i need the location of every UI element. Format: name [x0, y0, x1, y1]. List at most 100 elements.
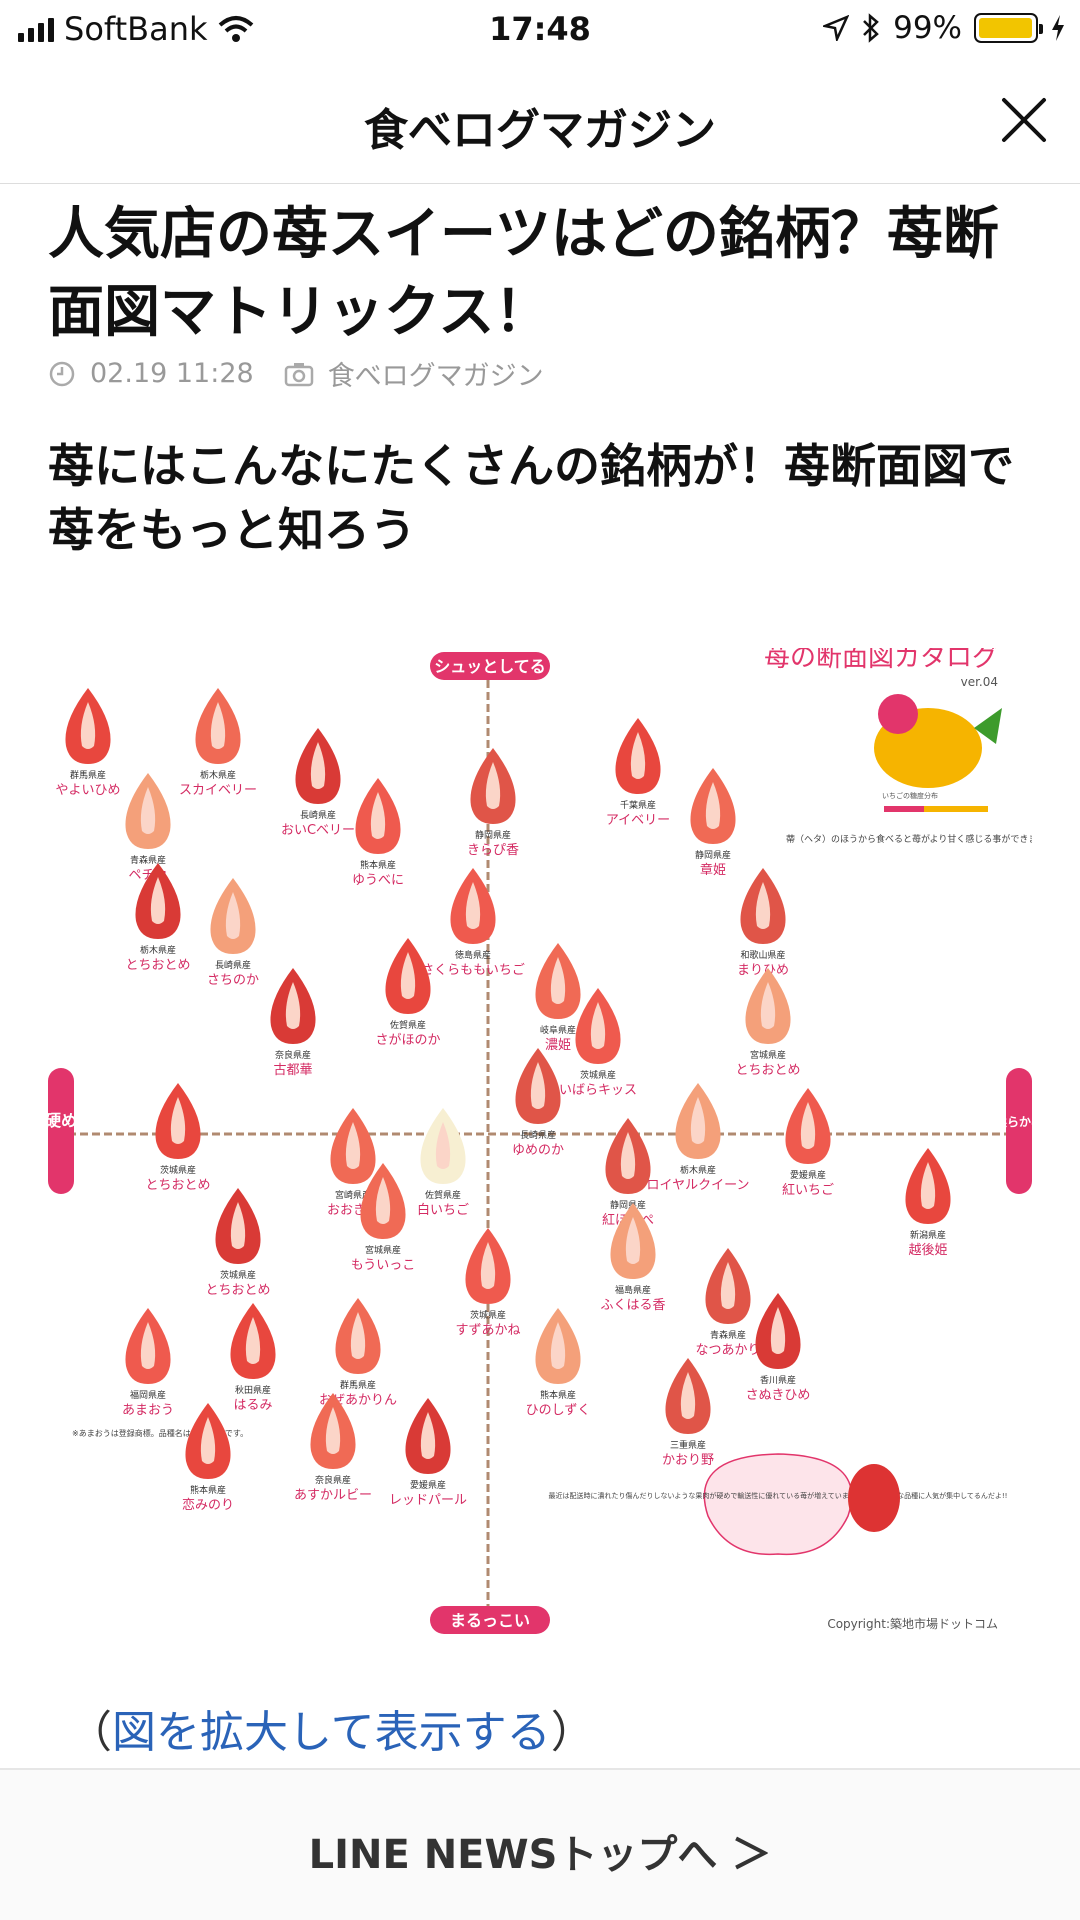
location-icon	[823, 15, 850, 41]
strawberry-core	[80, 702, 96, 749]
variety-prefecture: 千葉県産	[620, 799, 656, 811]
strawberry-core	[345, 1122, 361, 1169]
variety-name: おいCベリー	[281, 823, 355, 838]
mascot-icon	[848, 1464, 900, 1532]
variety-prefecture: 奈良県産	[315, 1474, 351, 1486]
variety-name: ひのしずく	[526, 1403, 591, 1418]
strawberry-core	[375, 1177, 391, 1224]
variety-name: ロイヤルクイーン	[647, 1178, 750, 1193]
strawberry-matrix-image[interactable]: シュッとしてる まるっこい 硬め 柔らかめ 苺の断面図カタログ ver.04 い…	[45, 643, 1080, 1638]
status-right: 99%	[823, 10, 1066, 46]
strawberry-core	[400, 952, 416, 999]
variety-prefecture: 栃木県産	[200, 769, 236, 781]
amaou-note: ※あまおうは登録商標。品種名は福岡S6号です。	[72, 1428, 248, 1438]
catalog-version: ver.04	[961, 675, 998, 689]
variety-prefecture: 宮城県産	[365, 1244, 401, 1256]
strawberry-core	[325, 1407, 341, 1454]
enlarge-figure-link[interactable]: 図を拡大して表示する	[112, 1707, 551, 1758]
variety-prefecture: 香川県産	[760, 1374, 796, 1386]
variety-name: あすかルビー	[294, 1488, 372, 1503]
variety-name: レッドパール	[389, 1493, 467, 1508]
variety-name: とちおとめ	[735, 1063, 800, 1078]
variety-name: さくらももいちご	[421, 962, 525, 978]
variety-prefecture: 宮城県産	[750, 1049, 786, 1061]
variety-prefecture: 茨城県産	[160, 1164, 196, 1176]
strawberry-core	[480, 1242, 496, 1289]
variety-name: 越後姫	[908, 1243, 947, 1258]
strawberry-core	[230, 1202, 246, 1249]
variety-prefecture: 長崎県産	[215, 959, 251, 971]
axis-top-pill	[430, 652, 550, 680]
strawberry-core	[245, 1317, 261, 1364]
close-icon[interactable]	[996, 92, 1052, 148]
strawberry-core	[590, 1002, 606, 1049]
strawberry-core	[705, 782, 721, 829]
strawberry-core	[210, 702, 226, 749]
variety-prefecture: 群馬県産	[340, 1379, 376, 1391]
variety-name: とちおとめ	[145, 1178, 210, 1193]
caption-open: （	[68, 1707, 112, 1758]
wifi-icon	[218, 16, 253, 42]
strawberry-core	[140, 787, 156, 834]
strawberry-core	[550, 1322, 566, 1369]
variety-prefecture: 佐賀県産	[390, 1019, 426, 1031]
variety-prefecture: 熊本県産	[540, 1389, 576, 1401]
strawberry-core	[620, 1132, 636, 1179]
sweetness-label: いちごの糖度分布	[882, 791, 938, 800]
strawberry-core	[370, 792, 386, 839]
status-left: SoftBank	[18, 10, 254, 48]
variety-name: なつあかり	[695, 1343, 760, 1358]
variety-prefecture: 秋田県産	[235, 1384, 271, 1396]
status-bar: SoftBank 17:48 99%	[0, 0, 1080, 60]
article-date: 02.19 11:28	[90, 358, 254, 389]
variety-prefecture: 栃木県産	[140, 944, 176, 956]
variety-prefecture: 徳島県産	[455, 949, 491, 961]
navigation-bar: 食べログマガジン	[0, 66, 1080, 184]
variety-name: 白いちご	[417, 1202, 469, 1218]
strawberry-core	[760, 982, 776, 1029]
variety-prefecture: 岐阜県産	[540, 1024, 576, 1036]
variety-prefecture: 福島県産	[615, 1284, 651, 1296]
strawberry-core	[680, 1372, 696, 1419]
variety-name: ふくはる香	[600, 1298, 665, 1313]
clock: 17:48	[489, 10, 591, 48]
variety-name: さがほのか	[375, 1033, 440, 1048]
variety-name: すずあかね	[455, 1323, 520, 1338]
variety-name: いばらキッス	[559, 1083, 637, 1098]
line-news-top-button[interactable]: LINE NEWSトップへ ＞	[308, 1832, 772, 1878]
bluetooth-icon	[863, 13, 879, 43]
variety-name: もういっこ	[351, 1258, 416, 1273]
variety-prefecture: 三重県産	[670, 1439, 706, 1451]
carrier-label: SoftBank	[64, 10, 208, 48]
variety-name: ゆめのか	[512, 1143, 564, 1158]
variety-name: スカイベリー	[179, 783, 257, 798]
variety-name: とちおとめ	[205, 1283, 270, 1298]
variety-prefecture: 長崎県産	[520, 1129, 556, 1141]
variety-prefecture: 和歌山県産	[740, 949, 785, 961]
battery-percent: 99%	[893, 10, 962, 46]
variety-prefecture: 長崎県産	[300, 809, 336, 821]
